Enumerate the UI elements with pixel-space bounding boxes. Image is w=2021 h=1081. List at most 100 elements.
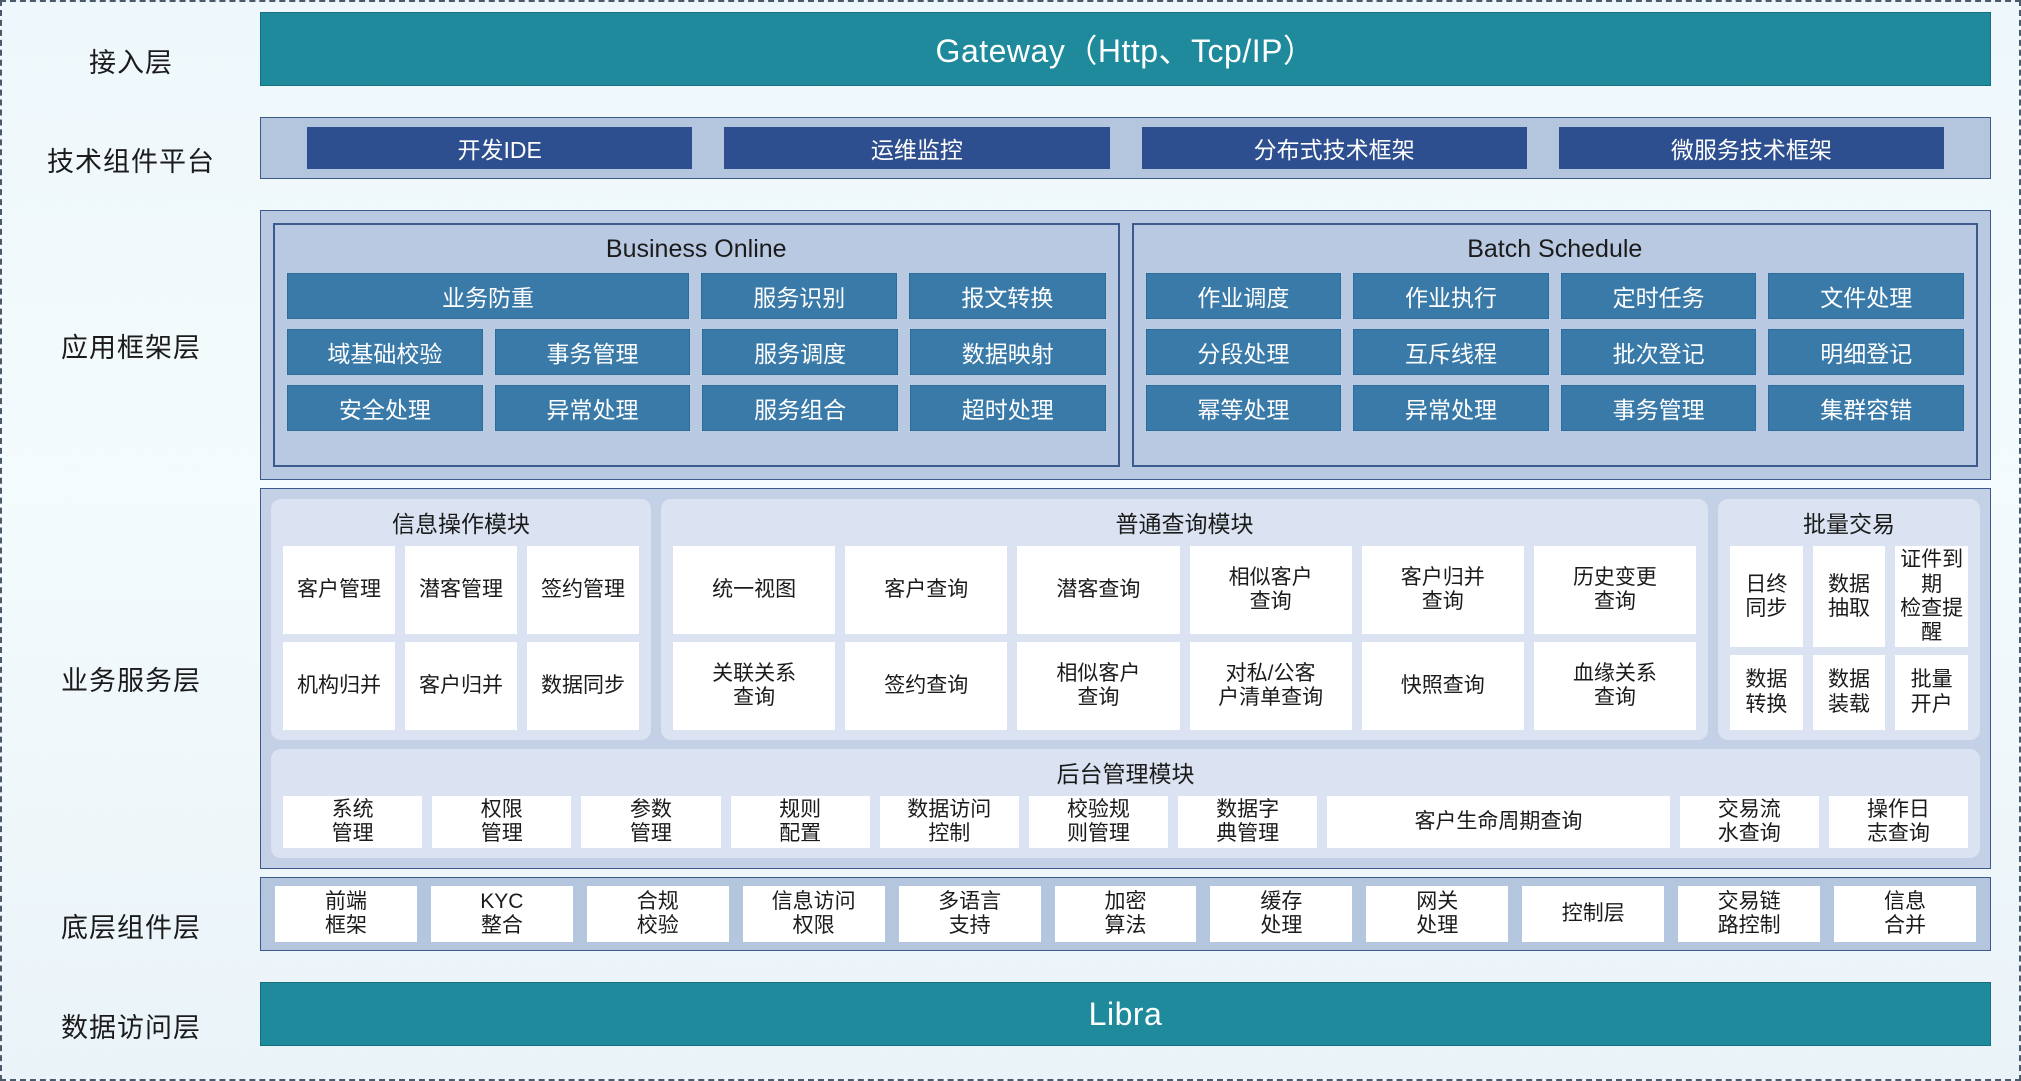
business-module-rows: 统一视图客户查询潜客查询相似客户查询客户归并查询历史变更查询关联关系查询签约查询… xyxy=(673,546,1697,731)
base-component-cell[interactable]: 信息访问权限 xyxy=(742,886,885,943)
framework-group-title: Business Online xyxy=(605,234,787,263)
framework-cell[interactable]: 服务调度 xyxy=(702,328,898,375)
base-component-cell[interactable]: 多语言支持 xyxy=(898,886,1041,943)
framework-cell[interactable]: 服务识别 xyxy=(701,272,898,319)
admin-module-cell[interactable]: 系统管理 xyxy=(283,796,423,849)
admin-module-cell[interactable]: 数据访问控制 xyxy=(879,796,1019,849)
framework-cell[interactable]: 作业执行 xyxy=(1353,272,1549,319)
business-service-cell[interactable]: 日终同步 xyxy=(1730,546,1803,647)
business-service-cell[interactable]: 机构归并 xyxy=(283,642,395,731)
gateway-bar[interactable]: Gateway（Http、Tcp/IP） xyxy=(260,12,1991,86)
framework-rows: 业务防重服务识别报文转换域基础校验事务管理服务调度数据映射安全处理异常处理服务组… xyxy=(287,272,1106,431)
business-service-cell[interactable]: 客户归并 xyxy=(405,642,517,731)
base-component-cell[interactable]: 控制层 xyxy=(1522,886,1665,943)
business-service-cell[interactable]: 相似客户查询 xyxy=(1189,546,1352,635)
layer-body-tech-platform: 开发IDE 运维监控分布式技术框架微服务技术框架 xyxy=(260,116,1991,202)
framework-cell[interactable]: 事务管理 xyxy=(1560,384,1757,431)
admin-module-cell[interactable]: 客户生命周期查询 xyxy=(1327,796,1670,849)
business-service-cell[interactable]: 数据抽取 xyxy=(1812,546,1886,647)
business-service-cell[interactable]: 历史变更查询 xyxy=(1533,546,1697,635)
business-service-cell[interactable]: 相似客户查询 xyxy=(1017,642,1180,731)
business-service-cell[interactable]: 潜客管理 xyxy=(405,546,517,635)
business-module-row-line: 数据转换数据装载批量开户 xyxy=(1730,655,1969,731)
business-service-cell[interactable]: 血缘关系查询 xyxy=(1533,642,1697,731)
base-component-cell[interactable]: 加密算法 xyxy=(1054,886,1197,943)
business-service-cell[interactable]: 快照查询 xyxy=(1361,642,1524,731)
framework-cell[interactable]: 异常处理 xyxy=(1353,384,1549,431)
framework-cell[interactable]: 分段处理 xyxy=(1145,328,1342,375)
framework-row: 安全处理异常处理服务组合超时处理 xyxy=(287,384,1106,431)
framework-cell[interactable]: 批次登记 xyxy=(1560,328,1757,375)
framework-cell[interactable]: 定时任务 xyxy=(1560,272,1757,319)
framework-row: 幂等处理异常处理事务管理集群容错 xyxy=(1145,384,1964,431)
tech-chip[interactable]: 微服务技术框架 xyxy=(1558,126,1944,169)
framework-cell[interactable]: 安全处理 xyxy=(287,384,483,431)
framework-cell[interactable]: 业务防重 xyxy=(287,272,690,319)
framework-rows: 作业调度作业执行定时任务文件处理分段处理互斥线程批次登记明细登记幂等处理异常处理… xyxy=(1145,272,1964,431)
business-service-cell[interactable]: 签约查询 xyxy=(845,642,1008,731)
layer-body-access: Gateway（Http、Tcp/IP） xyxy=(260,12,1991,109)
business-service-cell[interactable]: 数据同步 xyxy=(527,642,639,731)
tech-chip[interactable]: 运维监控 xyxy=(724,126,1110,169)
business-module-rows: 客户管理潜客管理签约管理机构归并客户归并数据同步 xyxy=(283,546,639,731)
admin-module-cell[interactable]: 交易流水查询 xyxy=(1679,796,1819,849)
business-module-card: 普通查询模块统一视图客户查询潜客查询相似客户查询客户归并查询历史变更查询关联关系… xyxy=(661,499,1708,741)
layer-body-business-service: 信息操作模块客户管理潜客管理签约管理机构归并客户归并数据同步普通查询模块统一视图… xyxy=(260,488,1991,870)
framework-cell[interactable]: 互斥线程 xyxy=(1353,328,1549,375)
admin-module-cell[interactable]: 权限管理 xyxy=(432,796,572,849)
base-component-cell[interactable]: 交易链路控制 xyxy=(1678,886,1821,943)
layer-label-tech-platform: 技术组件平台 xyxy=(47,146,215,177)
framework-cell[interactable]: 数据映射 xyxy=(909,328,1106,375)
tech-chip[interactable]: 开发IDE xyxy=(307,126,693,169)
business-service-cell[interactable]: 统一视图 xyxy=(673,546,836,635)
business-service-cell[interactable]: 关联关系查询 xyxy=(673,642,836,731)
business-module-row-line: 统一视图客户查询潜客查询相似客户查询客户归并查询历史变更查询 xyxy=(673,546,1697,635)
framework-cell[interactable]: 文件处理 xyxy=(1768,272,1964,319)
admin-module-cell[interactable]: 规则配置 xyxy=(730,796,870,849)
business-service-cell[interactable]: 客户管理 xyxy=(283,546,395,635)
base-component-cell[interactable]: 网关处理 xyxy=(1366,886,1509,943)
framework-cell[interactable]: 作业调度 xyxy=(1145,272,1342,319)
framework-cell[interactable]: 明细登记 xyxy=(1768,328,1964,375)
framework-cell[interactable]: 报文转换 xyxy=(909,272,1106,319)
admin-module-cell[interactable]: 数据字典管理 xyxy=(1178,796,1318,849)
framework-cell[interactable]: 域基础校验 xyxy=(287,328,483,375)
business-service-cell[interactable]: 数据装载 xyxy=(1812,655,1886,731)
base-component-cell[interactable]: 合规校验 xyxy=(586,886,729,943)
layer-body-data-access: Libra xyxy=(260,982,1991,1069)
business-service-cell[interactable]: 数据转换 xyxy=(1730,655,1803,731)
business-service-cell[interactable]: 潜客查询 xyxy=(1017,546,1180,635)
business-module-title: 信息操作模块 xyxy=(392,511,530,538)
base-component-cell[interactable]: 信息合并 xyxy=(1834,886,1976,943)
framework-cell[interactable]: 事务管理 xyxy=(494,328,691,375)
base-component-cell[interactable]: 前端框架 xyxy=(275,886,417,943)
framework-cell[interactable]: 异常处理 xyxy=(494,384,691,431)
layer-label-access: 接入层 xyxy=(89,47,173,78)
business-service-cell[interactable]: 客户查询 xyxy=(845,546,1008,635)
admin-module-cell[interactable]: 校验规则管理 xyxy=(1028,796,1169,849)
framework-cell[interactable]: 服务组合 xyxy=(702,384,898,431)
base-component-cell[interactable]: 缓存处理 xyxy=(1210,886,1353,943)
business-service-cell[interactable]: 批量开户 xyxy=(1895,655,1969,731)
business-module-row-line: 日终同步数据抽取证件到期检查提醒 xyxy=(1730,546,1969,647)
admin-module-cell[interactable]: 操作日志查询 xyxy=(1828,796,1969,849)
business-service-cell[interactable]: 客户归并查询 xyxy=(1361,546,1524,635)
framework-cell[interactable]: 集群容错 xyxy=(1768,384,1964,431)
business-module-row-line: 客户管理潜客管理签约管理 xyxy=(283,546,639,635)
framework-row: 业务防重服务识别报文转换 xyxy=(287,272,1106,319)
framework-cell[interactable]: 超时处理 xyxy=(909,384,1106,431)
admin-module-cell[interactable]: 参数管理 xyxy=(581,796,721,849)
tech-chip[interactable]: 分布式技术框架 xyxy=(1141,126,1527,169)
business-service-cell[interactable]: 签约管理 xyxy=(527,546,639,635)
framework-cell[interactable]: 幂等处理 xyxy=(1145,384,1342,431)
business-service-cell[interactable]: 对私/公客户清单查询 xyxy=(1189,642,1352,731)
business-service-cell[interactable]: 证件到期检查提醒 xyxy=(1895,546,1969,647)
libra-bar[interactable]: Libra xyxy=(260,982,1991,1047)
business-module-row-line: 关联关系查询签约查询相似客户查询对私/公客户清单查询快照查询血缘关系查询 xyxy=(673,642,1697,731)
